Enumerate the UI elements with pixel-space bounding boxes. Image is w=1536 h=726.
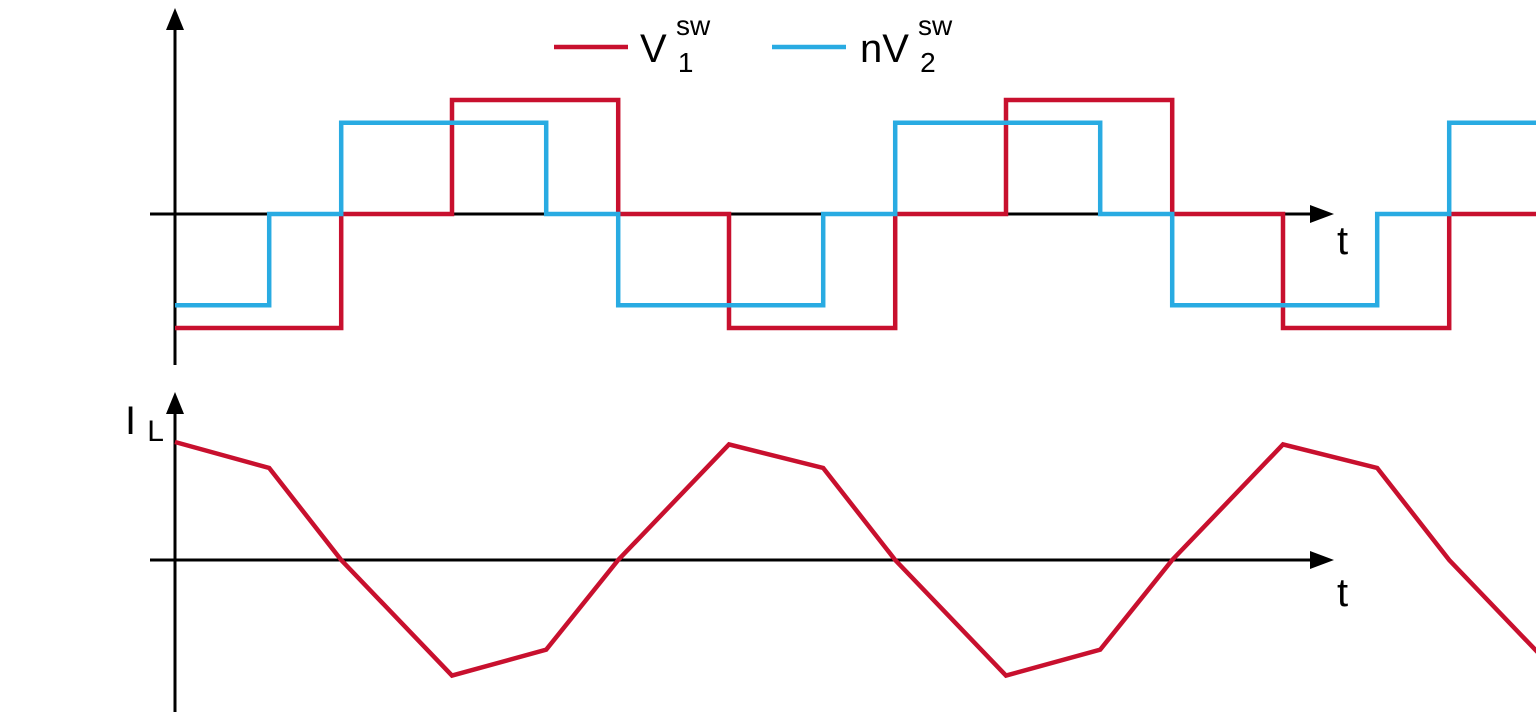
legend-label-v1: V 1 sw — [640, 10, 711, 81]
legend-v1-sup: sw — [676, 10, 711, 41]
current-x-axis-label: t — [1337, 571, 1348, 615]
voltage-y-axis-arrowhead — [166, 8, 184, 30]
current-series-group — [174, 439, 1536, 679]
series-line-v1sw — [175, 97, 1536, 331]
series-line-inductor-current — [174, 439, 1536, 679]
legend-nv2-sup: sw — [918, 10, 953, 41]
current-y-label-main: I — [125, 399, 136, 443]
current-panel: t I L — [125, 392, 1536, 712]
legend-label-nv2: nV 2 sw — [860, 10, 953, 81]
legend-nv2-main: nV — [860, 27, 909, 71]
voltage-x-axis-arrowhead — [1310, 205, 1334, 223]
current-y-axis-arrowhead — [166, 392, 184, 414]
voltage-x-axis-label: t — [1337, 219, 1348, 263]
legend: V 1 sw nV 2 sw — [554, 10, 953, 81]
current-y-axis-label: I L — [125, 399, 164, 448]
current-y-label-sub: L — [147, 415, 164, 448]
current-x-axis-arrowhead — [1310, 551, 1334, 569]
legend-nv2-sub: 2 — [920, 47, 936, 78]
legend-v1-main: V — [640, 27, 667, 71]
voltage-series-group — [175, 97, 1536, 331]
series-line-nv2sw — [175, 120, 1536, 308]
voltage-panel: t V 1 sw nV 2 sw — [150, 8, 1536, 365]
legend-v1-sub: 1 — [678, 47, 694, 78]
